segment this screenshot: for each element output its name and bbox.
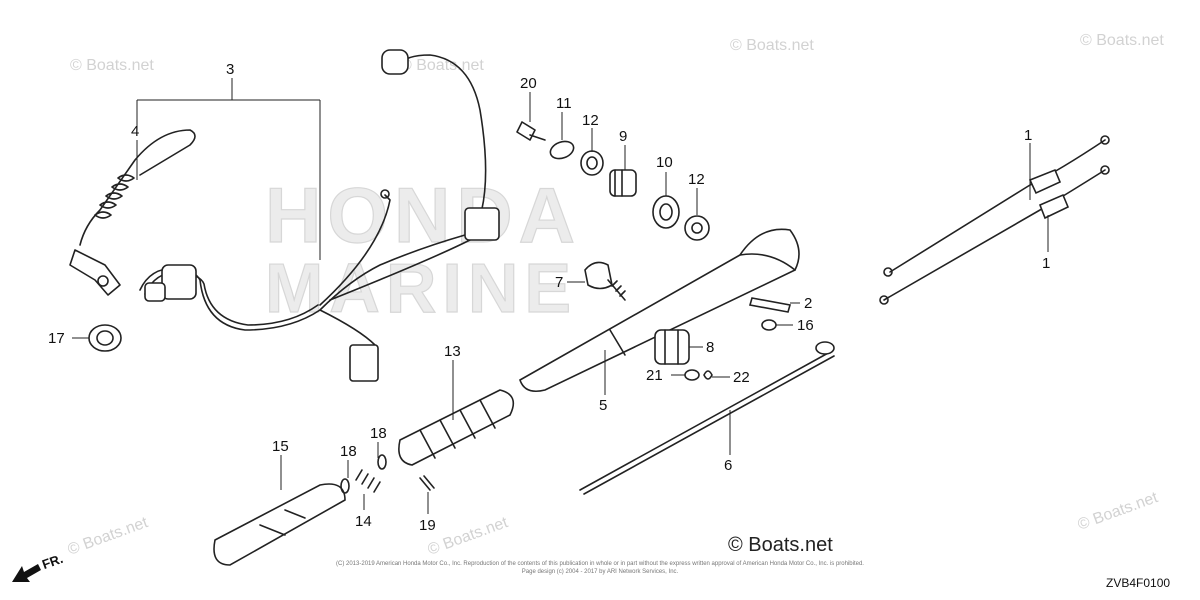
spring-14 [355,469,381,493]
front-arrow-icon [12,564,41,582]
callout-label: 20 [520,75,537,92]
callout-label: 2 [804,295,812,312]
tiller-handle-5 [519,228,800,393]
grip-15 [213,483,346,566]
pin-19 [419,475,435,491]
callout-label: 15 [272,438,289,455]
pin-22 [703,370,713,380]
callout-label: 12 [688,171,705,188]
washer-11 [549,140,575,160]
boats-net-logo: © Boats.net [728,534,833,556]
grommet-17 [88,324,122,352]
watermark: © Boats.net [70,57,154,74]
callout-label: 19 [419,517,436,534]
callout-label: 6 [724,457,732,474]
callout-label: 3 [226,61,234,78]
callout-label: 13 [444,343,461,360]
callout-label: 14 [355,513,372,530]
callout-label: 21 [646,367,663,384]
callout-label: 1 [1042,255,1050,272]
ring-18a [340,478,350,494]
stop-switch-harness [139,49,500,382]
rod-6 [579,341,835,495]
diagram-code: ZVB4F0100 [1106,576,1171,590]
watermark: © Boats.net [400,57,484,74]
callout-label: 5 [599,397,607,414]
callout-label: 9 [619,128,627,145]
watermark: © Boats.net [730,37,814,54]
background-brand-line-2: MARINE [265,249,577,327]
knob-7 [584,261,626,301]
kill-switch-lanyard [69,129,196,296]
callout-label: 18 [370,425,387,442]
front-direction-indicator: FR. [8,551,88,586]
callout-label: 10 [656,154,673,171]
callout-label: 7 [555,274,563,291]
callout-label: 16 [797,317,814,334]
nut-21 [684,369,700,381]
holder-8 [654,329,690,365]
bolt-20 [516,121,546,141]
washer-12a [580,150,604,176]
friction-plate-10 [652,195,680,229]
friction-nut-9 [609,169,637,197]
throttle-tube-13 [398,389,515,466]
leader-lines [72,78,1049,514]
callout-label: 22 [733,369,750,386]
callout-label: 12 [582,112,599,129]
washer-12b [684,215,710,241]
callout-label: 4 [131,123,139,140]
plate-2 [748,297,792,313]
watermark: © Boats.net [1076,489,1161,534]
callout-label: 11 [556,95,572,112]
background-brand-line-1: HONDA [265,171,581,259]
copyright-notice: (C) 2013-2019 American Honda Motor Co., … [330,560,870,576]
callout-label: 17 [48,330,65,347]
callout-label: 1 [1024,127,1032,144]
callout-label: 8 [706,339,714,356]
callout-label: 18 [340,443,357,460]
screw-16 [761,319,777,331]
watermark: © Boats.net [426,514,511,559]
throttle-cables-1 [879,135,1110,305]
ring-18b [377,454,387,470]
copyright-line-2: Page design (c) 2004 - 2017 by ARI Netwo… [521,569,679,575]
watermark: © Boats.net [1080,32,1164,49]
copyright-line-1: (C) 2013-2019 American Honda Motor Co., … [336,561,864,567]
